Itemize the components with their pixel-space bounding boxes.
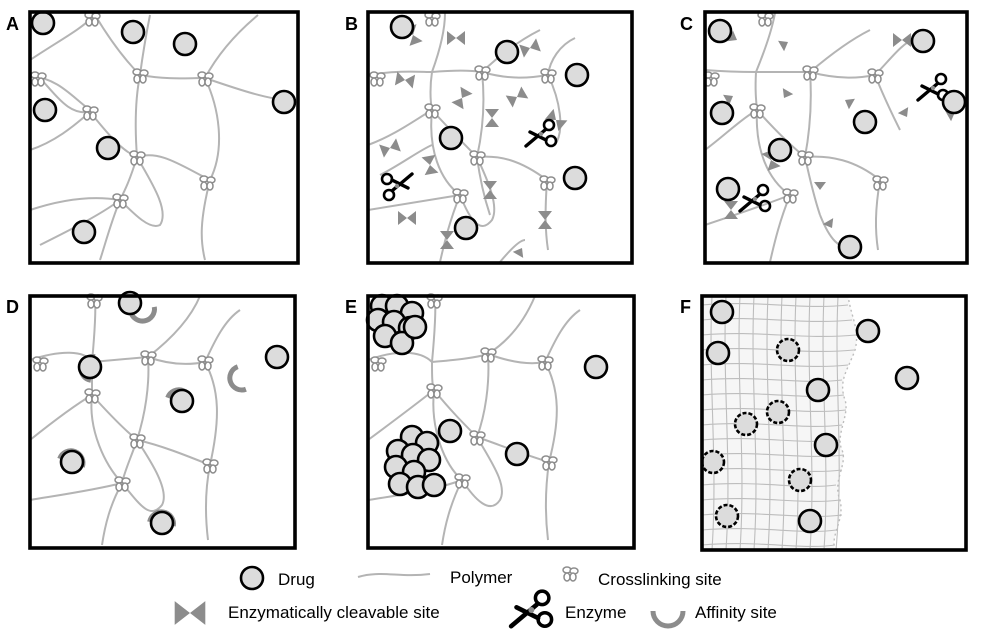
legend-label-affinity: Affinity site xyxy=(695,603,777,622)
legend-item-drug: Drug xyxy=(239,565,315,591)
panel-c: C xyxy=(680,10,969,265)
panel-label: C xyxy=(680,14,693,34)
panel-a: A xyxy=(6,10,300,265)
panel-label: D xyxy=(6,297,19,317)
drug-icon xyxy=(239,565,265,591)
legend-label-crosslink: Crosslinking site xyxy=(598,570,722,589)
crosslink-icon xyxy=(562,566,579,582)
legend-item-polymer: Polymer xyxy=(357,568,513,587)
enzyme-scissors-icon xyxy=(511,591,552,626)
panel-b: B xyxy=(345,10,634,265)
legend-item-cleavable: Enzymatically cleavable site xyxy=(174,601,440,625)
legend-label-enzyme: Enzyme xyxy=(565,603,626,622)
legend-item-affinity: Affinity site xyxy=(650,603,777,629)
legend-label-drug: Drug xyxy=(278,570,315,589)
legend: Drug Polymer Crosslinking site Enzymatic… xyxy=(174,565,777,629)
legend-item-enzyme: Enzyme xyxy=(511,591,626,626)
panel-label: B xyxy=(345,14,358,34)
legend-label-polymer: Polymer xyxy=(450,568,513,587)
polymer-icon xyxy=(357,573,431,578)
panel-label: F xyxy=(680,297,691,317)
panel-label: A xyxy=(6,14,19,34)
cleavable-site-icon xyxy=(174,601,206,625)
panel-f: F xyxy=(680,294,968,552)
legend-label-cleavable: Enzymatically cleavable site xyxy=(228,603,440,622)
panel-d: D xyxy=(6,290,297,550)
panel-label: E xyxy=(345,297,357,317)
affinity-site-icon xyxy=(650,610,686,629)
panel-e: E xyxy=(345,293,636,550)
legend-item-crosslink: Crosslinking site xyxy=(562,566,722,589)
